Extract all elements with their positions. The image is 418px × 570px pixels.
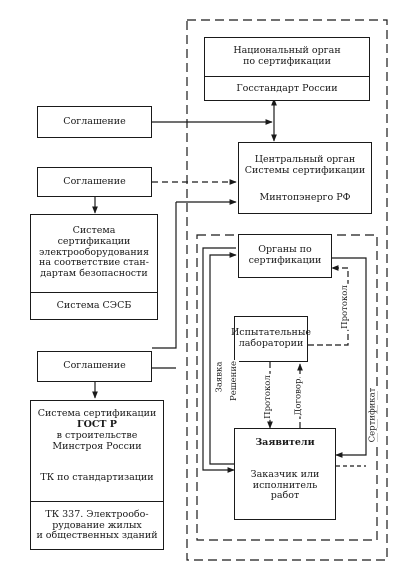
test-labs-line1: Испытательные	[230, 327, 312, 339]
label-request: Заявка	[214, 360, 225, 394]
applicants-box: Заявители Заказчик или исполнитель работ	[234, 428, 336, 520]
gost-tk337-line1: ТК 337. Электрообо-	[45, 508, 149, 520]
national-body-box: Национальный орган по сертификации Госст…	[204, 37, 370, 101]
applicants-line3: работ	[270, 490, 300, 502]
applicants-line2: исполнитель	[252, 479, 318, 491]
agreement-label-1: Соглашение	[63, 115, 126, 127]
sesb-line1: Система	[72, 224, 116, 236]
label-protocol-mid: Протокол	[262, 374, 273, 420]
gost-tk337-line3: и общественных зданий	[36, 530, 158, 542]
sesb-line5: дартам безопасности	[40, 268, 148, 280]
label-contract: Договор	[293, 377, 304, 417]
central-body-line1: Центральный орган	[254, 154, 356, 166]
gost-tk337-line2: рудование жилых	[52, 519, 142, 531]
agreement-label-2: Соглашение	[63, 175, 126, 187]
arrow-protocol-right	[308, 265, 349, 346]
sesb-line3: электрооборудования	[38, 246, 150, 258]
central-body-box: Центральный орган Системы сертификации М…	[238, 142, 372, 214]
agreement-box-3: Соглашение	[37, 351, 152, 382]
agreement-box-1: Соглашение	[37, 106, 152, 138]
cert-bodies-line1: Органы по	[258, 244, 312, 256]
outer-dashed-frame	[186, 19, 388, 561]
central-body-line2: Системы сертификации	[244, 165, 366, 176]
gost-line4: Минстроя России	[52, 440, 142, 452]
applicants-line1: Заказчик или	[250, 468, 320, 480]
test-labs-line2: лаборатории	[238, 338, 304, 349]
line-left-bracket	[152, 202, 177, 349]
label-protocol-right: Протокол	[339, 284, 350, 330]
cert-bodies-line2: сертификации	[248, 255, 322, 266]
gost-line3: в строительстве	[56, 430, 138, 441]
sesb-system-box: Система сертификации электрооборудования…	[30, 214, 158, 320]
national-body-line2: по сертификации	[243, 56, 331, 67]
arrow-decision	[202, 247, 236, 473]
arrow-request	[209, 252, 237, 465]
gost-line1: Система сертификации	[37, 408, 157, 420]
gost-system-box: Система сертификации ГОСТ Р в строительс…	[30, 400, 164, 550]
agreement-box-2: Соглашение	[37, 167, 152, 197]
label-decision: Решение	[229, 359, 240, 403]
label-certificate: Сертификат	[367, 386, 378, 444]
central-body-name: Минтопэнерго РФ	[259, 191, 351, 203]
testing-labs-box: Испытательные лаборатории	[230, 316, 312, 362]
applicants-title: Заявители	[255, 436, 315, 448]
national-body-line1: Национальный орган	[233, 45, 341, 57]
agreement-label-3: Соглашение	[63, 360, 126, 372]
sesb-line4: на соответствие стан-	[39, 257, 149, 269]
national-body-name: Госстандарт России	[236, 83, 338, 95]
sesb-name: Система СЭСБ	[56, 300, 132, 312]
sesb-line2: сертификации	[57, 235, 131, 247]
certification-bodies-box: Органы по сертификации	[238, 234, 332, 278]
gost-tk: ТК по стандартизации	[40, 471, 154, 483]
gost-line2: ГОСТ Р	[77, 419, 117, 431]
arrow-certificate	[332, 257, 367, 458]
